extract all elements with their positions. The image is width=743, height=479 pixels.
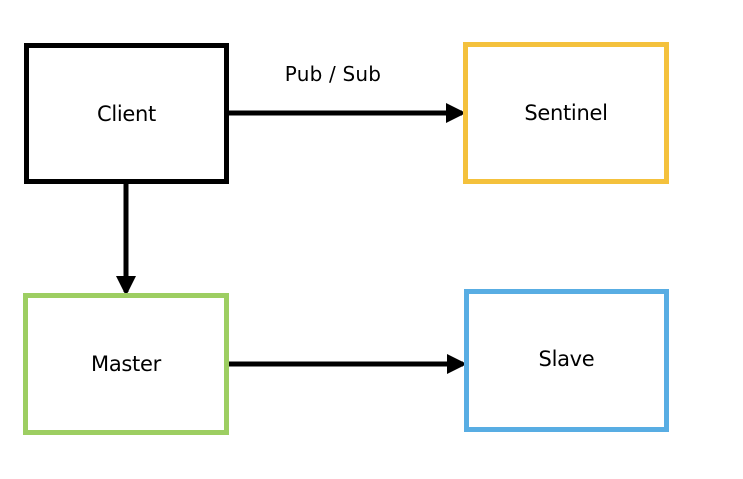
client-node[interactable]: Client xyxy=(24,43,229,184)
slave-node[interactable]: Slave xyxy=(464,289,669,432)
pub-sub-edge-label: Pub / Sub xyxy=(284,62,382,86)
client-node-label: Client xyxy=(97,101,156,126)
sentinel-node[interactable]: Sentinel xyxy=(463,42,669,184)
master-node-label: Master xyxy=(91,352,161,376)
master-node[interactable]: Master xyxy=(23,293,229,435)
sentinel-node-label: Sentinel xyxy=(524,101,608,125)
slave-node-label: Slave xyxy=(538,346,595,371)
